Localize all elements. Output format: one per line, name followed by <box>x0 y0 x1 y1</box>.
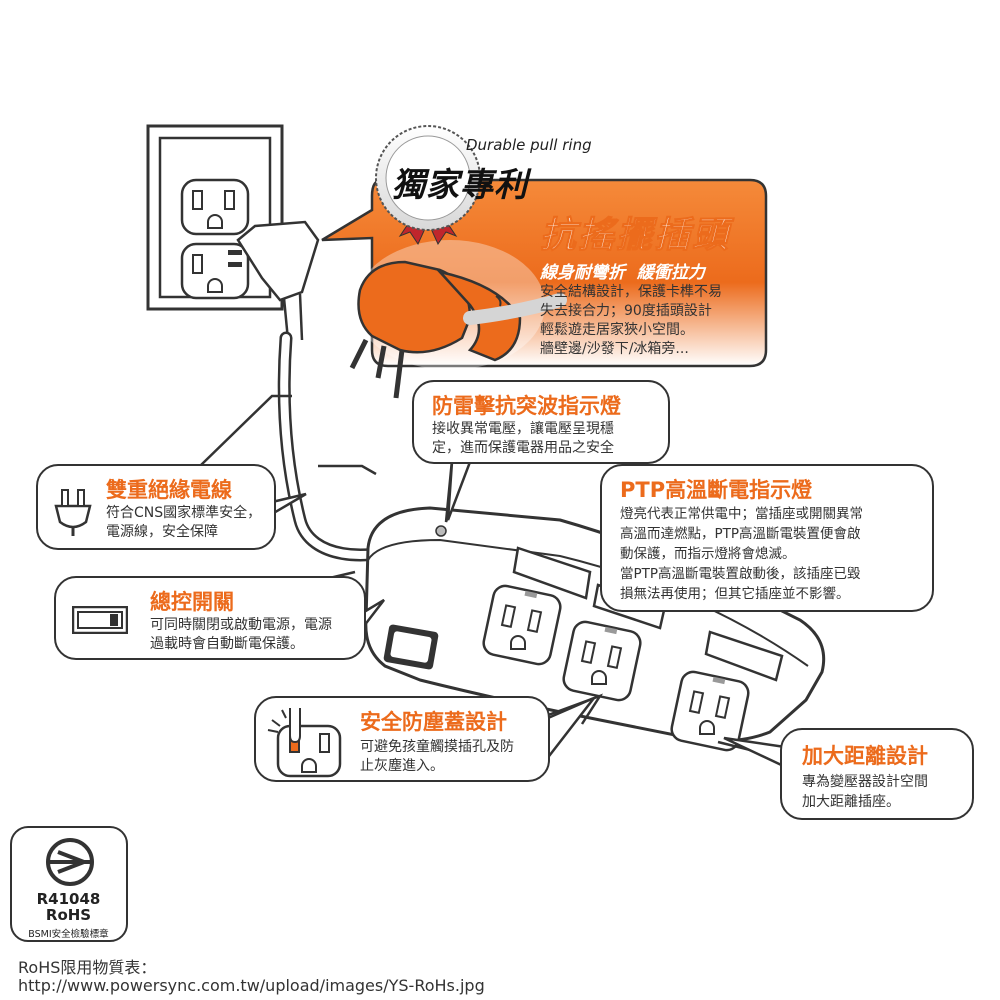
child-safety-outlet-icon <box>267 708 342 778</box>
plug-icon <box>54 489 92 536</box>
plug-callout-title: 抗搖擺插頭 <box>539 215 731 257</box>
plug-callout-text: 安全結構設計，保護卡榫不易 失去接合力；90度插頭設計 輕鬆遊走居家狹小空間。 … <box>540 284 722 357</box>
bsmi-logo-icon <box>46 838 94 886</box>
distance-callout-title: 加大距離設計 <box>802 744 928 768</box>
power-strip <box>364 506 826 752</box>
bsmi-code: R41048 <box>36 890 101 908</box>
callout-tails <box>270 460 794 772</box>
insulation-callout-title: 雙重絕緣電線 <box>106 478 232 502</box>
rohs-url[interactable]: http://www.powersync.com.tw/upload/image… <box>18 976 485 995</box>
surge-indicator-callout: 防雷擊抗突波指示燈 接收異常電壓，讓電壓呈現穩 定，進而保護電器用品之安全 <box>412 380 670 464</box>
orange-plug-illustration <box>349 260 567 399</box>
plug-callout-subtitle: 線身耐彎折 緩衝拉力 <box>540 263 705 283</box>
ptp-indicator-callout: PTP高溫斷電指示燈 燈亮代表正常供電中；當插座或開關異常 高溫而達燃點，PTP… <box>600 464 934 612</box>
rohs-note: RoHS限用物質表： <box>18 958 157 977</box>
bsmi-mark: R41048 RoHS BSMI安全檢驗標章 <box>10 826 128 942</box>
patent-badge <box>375 125 481 246</box>
switch-icon <box>72 606 128 634</box>
bsmi-label: BSMI安全檢驗標章 <box>28 929 109 940</box>
wall-outlet <box>146 124 284 311</box>
main-switch-callout: 總控開關 可同時關閉或啟動電源，電源 過載時會自動斷電保護。 <box>54 576 366 660</box>
outlet-2 <box>562 620 642 702</box>
outlet-1 <box>482 584 562 666</box>
patent-title: 獨家專利 <box>392 165 528 204</box>
dust-cover-callout: 安全防塵蓋設計 可避免孩童觸摸插孔及防 止灰塵進入。 <box>254 696 550 782</box>
double-insulation-callout: 雙重絕緣電線 符合CNS國家標準安全， 電源線，安全保障 <box>36 464 276 550</box>
badge-caption: Durable pull ring <box>466 136 592 154</box>
switch-callout-title: 總控開關 <box>150 590 234 614</box>
dust-callout-title: 安全防塵蓋設計 <box>360 710 507 734</box>
bsmi-rohs: RoHS <box>45 906 92 924</box>
ptp-callout-title: PTP高溫斷電指示燈 <box>620 478 813 502</box>
wider-spacing-callout: 加大距離設計 專為變壓器設計空間 加大距離插座。 <box>780 728 974 820</box>
outlet-3 <box>670 670 750 752</box>
surge-callout-title: 防雷擊抗突波指示燈 <box>432 394 621 418</box>
